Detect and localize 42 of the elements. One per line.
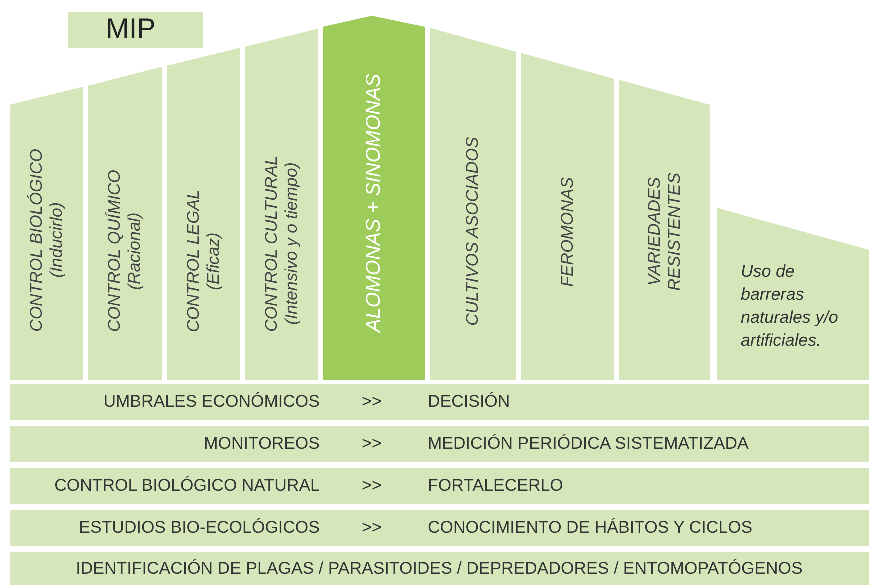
band-text: FORTALECERLO — [428, 476, 564, 496]
band-text: UMBRALES ECONÓMICOS — [104, 392, 320, 412]
separator-text: >> — [362, 518, 382, 538]
pillar-label: VARIEDADES RESISTENTES — [644, 172, 684, 294]
separator-text: >> — [362, 476, 382, 496]
pillar-label: ALOMONAS + SINOMONAS — [364, 74, 384, 332]
chimney-panel — [68, 12, 203, 48]
band-text: CONOCIMIENTO DE HÁBITOS Y CICLOS — [428, 518, 753, 538]
band-text: MEDICIÓN PERIÓDICA SISTEMATIZADA — [428, 434, 749, 454]
pillar-panel — [430, 28, 516, 380]
band-text: DECISIÓN — [428, 392, 510, 412]
pillar-label: FEROMONAS — [558, 176, 578, 289]
band-text: IDENTIFICACIÓN DE PLAGAS / PARASITOIDES / DEPREDADORES / ENTOMOPATÓGENOS — [76, 558, 803, 578]
band — [10, 426, 869, 462]
highlight-pillar — [323, 16, 425, 380]
pillar-panel — [88, 67, 162, 380]
band — [10, 510, 869, 546]
separator-text: >> — [362, 392, 382, 412]
pillar-panel — [167, 48, 240, 380]
pillar-sublabel: (Eficaz) — [204, 232, 224, 290]
pillar-label: CONTROL QUÍMICO — [105, 170, 125, 332]
band-text: MONITOREOS — [204, 434, 320, 454]
pillar-sublabel: (Inducirlo) — [46, 202, 66, 278]
pillar-label: CULTIVOS ASOCIADOS — [463, 136, 483, 328]
pillar-panel — [521, 53, 614, 380]
band — [10, 468, 869, 504]
pillar-label: CONTROL BIOLÓGICO — [26, 149, 46, 332]
band — [10, 384, 869, 420]
pillar-sublabel: (Racional) — [125, 212, 145, 290]
pillar-panel — [10, 87, 83, 380]
pillar-panel — [245, 29, 318, 380]
sloped-panel — [717, 208, 869, 380]
pillar-label: CONTROL LEGAL — [184, 190, 204, 332]
title-label: MIP — [106, 13, 156, 45]
separator-text: >> — [362, 434, 382, 454]
band-text: ESTUDIOS BIO-ECOLÓGICOS — [79, 518, 320, 538]
pillar-panel — [619, 80, 710, 380]
pillar-label: CONTROL CULTURAL — [262, 156, 282, 332]
band-text: CONTROL BIOLÓGICO NATURAL — [54, 476, 320, 496]
pillar-sublabel: (Intensivo y o tiempo) — [282, 162, 302, 326]
band — [10, 552, 869, 585]
panel-text: Uso de barreras naturales y/o artificiales. — [741, 261, 840, 352]
